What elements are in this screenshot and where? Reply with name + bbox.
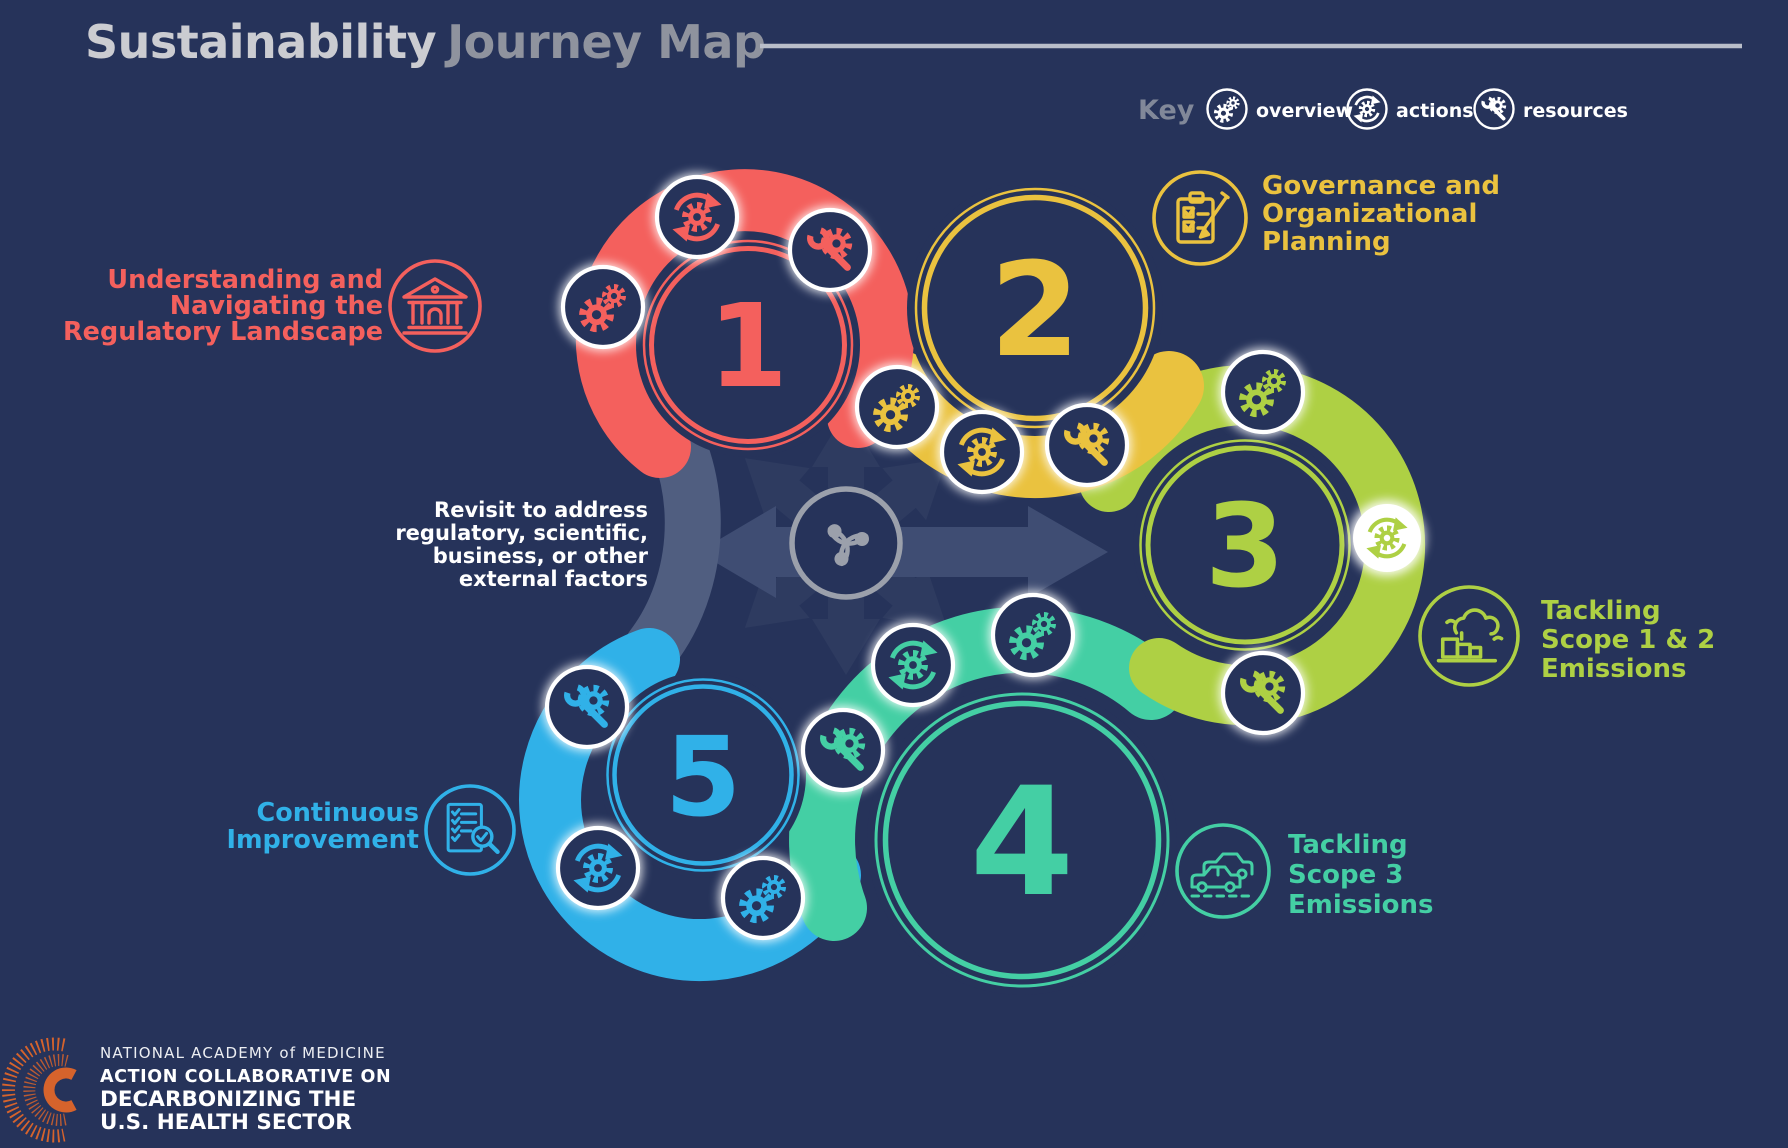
key-item-overview: overview	[1206, 88, 1353, 130]
stage-4-badge-overview	[989, 591, 1077, 679]
nam-logo-line1: NATIONAL ACADEMY of MEDICINE	[100, 1044, 386, 1062]
stage-3-label-line1: Tackling	[1541, 596, 1661, 626]
stage-1-circle: 1	[636, 233, 860, 457]
stage-5-number: 5	[665, 713, 742, 841]
stage-2-badge-resources	[1043, 401, 1131, 489]
stage-4-badge-actions	[869, 621, 957, 709]
cycle-emblem	[789, 486, 903, 600]
stage-2-label-icon	[1152, 170, 1248, 266]
center-note-line1: Revisit to address	[434, 498, 648, 522]
stage-2-label-line2: Organizational	[1262, 199, 1477, 229]
stage-5-badge-overview	[719, 854, 807, 942]
stage-5-label: Continuous Improvement	[226, 798, 419, 855]
stage-1-label-line1: Understanding and	[107, 265, 383, 295]
center-note-line4: external factors	[459, 567, 648, 591]
stage-1-badge-actions	[653, 173, 741, 261]
stage-1-label-line2: Navigating the	[170, 291, 383, 321]
stage-3-badge-actions	[1349, 500, 1425, 576]
stage-3-circle: 3	[1133, 433, 1357, 657]
stage-3-label-line3: Emissions	[1541, 654, 1686, 684]
stage-3-number: 3	[1205, 480, 1285, 614]
nam-sunburst-icon	[2, 1037, 77, 1143]
key-item-overview-label: overview	[1256, 100, 1353, 122]
nam-logo-line4: U.S. HEALTH SECTOR	[100, 1110, 352, 1135]
stage-1-number: 1	[708, 280, 788, 414]
page-title-primary: Sustainability	[85, 15, 437, 69]
stage-4-label-line3: Emissions	[1288, 890, 1433, 920]
key-item-actions: actions	[1346, 88, 1474, 130]
stage-4-circle: 4	[867, 685, 1177, 995]
stage-3-badge-overview	[1219, 348, 1307, 436]
key-item-actions-label: actions	[1396, 100, 1474, 122]
stage-1-badge-resources	[786, 206, 874, 294]
stage-5-label-icon	[424, 784, 516, 876]
stage-1-label-line3: Regulatory Landscape	[63, 317, 383, 347]
center-note-line3: business, or other	[433, 544, 649, 568]
right-arrow	[850, 506, 1108, 598]
stage-1-label: Understanding and Navigating the Regulat…	[63, 265, 383, 347]
stage-4-label-line1: Tackling	[1288, 830, 1408, 860]
stage-5-label-line2: Improvement	[226, 825, 419, 855]
nam-logo-line3: DECARBONIZING THE	[100, 1087, 356, 1112]
stage-2-number: 2	[990, 234, 1080, 386]
center-note: Revisit to address regulatory, scientifi…	[395, 498, 648, 591]
stage-5-label-line1: Continuous	[257, 798, 419, 828]
stage-2-circle: 2	[907, 180, 1163, 436]
nam-logo: NATIONAL ACADEMY of MEDICINE ACTION COLL…	[2, 1037, 391, 1143]
stage-2-badge-actions	[938, 408, 1026, 496]
stage-2-badge-overview	[853, 363, 941, 451]
stage-1-label-icon	[388, 259, 482, 353]
stage-1-badge-overview	[559, 263, 647, 351]
stage-3-badge-resources	[1219, 649, 1307, 737]
center-note-line2: regulatory, scientific,	[395, 521, 648, 545]
stage-3-label-icon	[1418, 585, 1520, 687]
key-item-resources: resources	[1473, 88, 1628, 130]
stage-4-number: 4	[970, 756, 1074, 930]
key-item-resources-label: resources	[1523, 100, 1628, 122]
stage-4-label-icon	[1175, 823, 1271, 919]
stage-2-label-line3: Planning	[1262, 227, 1391, 257]
key-label: Key	[1138, 95, 1195, 126]
stage-3-label-line2: Scope 1 & 2	[1541, 625, 1715, 655]
stage-5-badge-actions	[554, 824, 642, 912]
stage-5-circle: 5	[600, 672, 806, 878]
stage-3-label: Tackling Scope 1 & 2 Emissions	[1541, 596, 1715, 684]
stage-4-label-line2: Scope 3	[1288, 860, 1403, 890]
nam-logo-line2: ACTION COLLABORATIVE ON	[100, 1067, 391, 1087]
key-legend: Key overview actions resources	[1138, 88, 1628, 130]
stage-4-badge-resources	[799, 706, 887, 794]
page-title-secondary: Journey Map	[444, 15, 765, 69]
stage-2-label: Governance and Organizational Planning	[1262, 171, 1500, 257]
stage-4-label: Tackling Scope 3 Emissions	[1288, 830, 1433, 920]
stage-5-badge-resources	[543, 663, 631, 751]
stage-2-label-line1: Governance and	[1262, 171, 1500, 201]
